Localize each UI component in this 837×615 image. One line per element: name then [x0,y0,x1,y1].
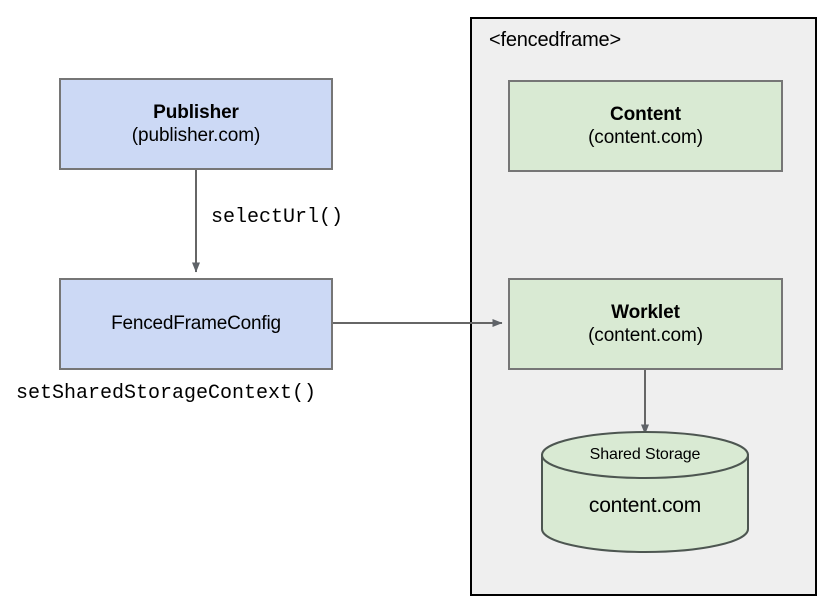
database-cylinder-icon [541,431,749,554]
node-publisher-subtitle: (publisher.com) [131,125,261,146]
node-publisher[interactable]: Publisher (publisher.com) [59,78,333,170]
annotation-set-shared-storage-context: setSharedStorageContext() [16,382,317,405]
node-shared-storage[interactable]: Shared Storage content.com [541,428,749,556]
node-worklet-subtitle: (content.com) [588,325,703,346]
node-content-title: Content [609,103,682,125]
node-content-subtitle: (content.com) [588,127,703,148]
fencedframe-label: <fencedframe> [489,29,621,51]
node-worklet-title: Worklet [611,301,680,323]
edge-label-selecturl: selectUrl() [211,206,344,229]
node-content[interactable]: Content (content.com) [508,80,783,172]
node-shared-storage-subtitle: content.com [588,494,702,517]
node-fencedframeconfig-title: FencedFrameConfig [111,313,281,335]
node-publisher-title: Publisher [153,101,239,123]
node-fencedframeconfig[interactable]: FencedFrameConfig [59,278,333,370]
node-worklet[interactable]: Worklet (content.com) [508,278,783,370]
node-shared-storage-title: Shared Storage [589,446,701,463]
